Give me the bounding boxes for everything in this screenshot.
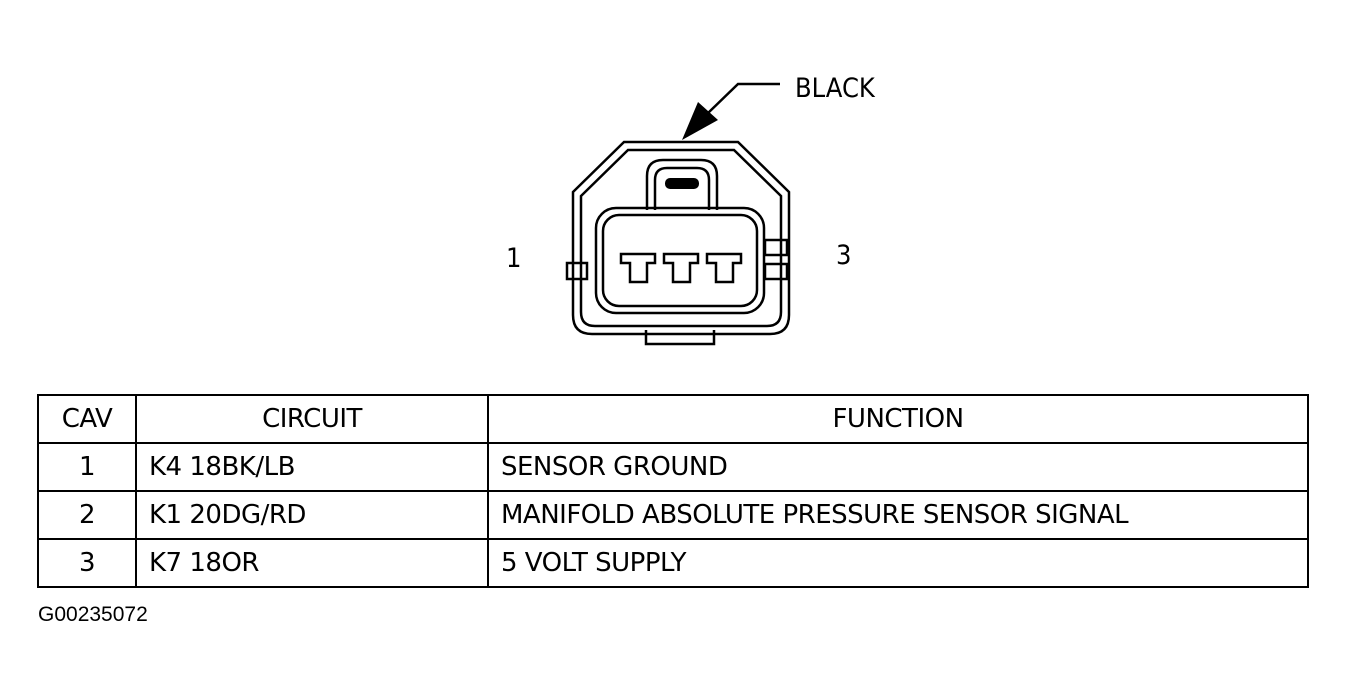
connector-body xyxy=(565,140,791,346)
terminal-2 xyxy=(662,252,700,284)
color-leader xyxy=(706,82,780,115)
cell-cav: 1 xyxy=(37,442,137,492)
connector-diagram: BLACK 1 3 xyxy=(506,73,876,346)
table-row: 3 K7 18OR 5 VOLT SUPPLY xyxy=(37,538,1309,588)
pin-label-right: 3 xyxy=(836,240,851,271)
table-row: 1 K4 18BK/LB SENSOR GROUND xyxy=(37,442,1309,492)
cell-circuit: K1 20DG/RD xyxy=(135,490,489,540)
header-function: FUNCTION xyxy=(487,394,1309,444)
pin-label-left: 1 xyxy=(506,243,521,274)
cell-function: 5 VOLT SUPPLY xyxy=(487,538,1309,588)
terminal-1 xyxy=(619,252,657,284)
cell-circuit: K7 18OR xyxy=(135,538,489,588)
header-cav: CAV xyxy=(37,394,137,444)
header-circuit: CIRCUIT xyxy=(135,394,489,444)
table-row: 2 K1 20DG/RD MANIFOLD ABSOLUTE PRESSURE … xyxy=(37,490,1309,540)
pinout-table: CAV CIRCUIT FUNCTION 1 K4 18BK/LB SENSOR… xyxy=(37,394,1309,588)
figure-id: G00235072 xyxy=(38,603,148,626)
cell-function: MANIFOLD ABSOLUTE PRESSURE SENSOR SIGNAL xyxy=(487,490,1309,540)
leader-arrowhead xyxy=(682,102,718,140)
cell-cav: 3 xyxy=(37,538,137,588)
cell-cav: 2 xyxy=(37,490,137,540)
connector-color-label: BLACK xyxy=(795,73,876,104)
latch-window xyxy=(665,178,699,189)
table-header-row: CAV CIRCUIT FUNCTION xyxy=(37,394,1309,444)
terminal-3 xyxy=(705,252,743,284)
terminal-cavities xyxy=(619,252,743,284)
cell-circuit: K4 18BK/LB xyxy=(135,442,489,492)
cell-function: SENSOR GROUND xyxy=(487,442,1309,492)
